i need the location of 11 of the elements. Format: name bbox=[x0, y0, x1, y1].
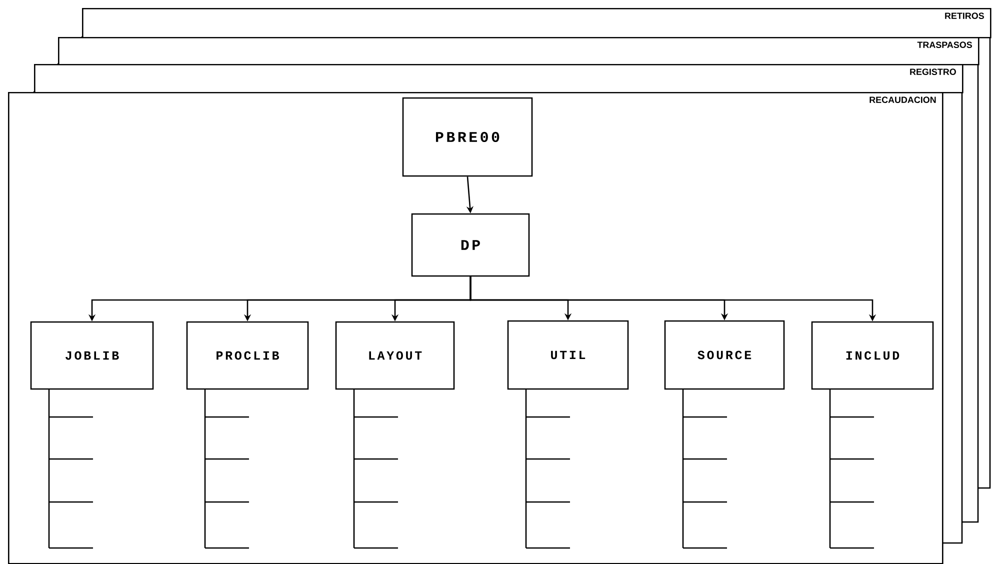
folder-box: PROCLIB bbox=[186, 321, 309, 390]
folder-box: LAYOUT bbox=[335, 321, 455, 390]
folder-box: INCLUD bbox=[811, 321, 934, 390]
sheet: TRASPASOS bbox=[58, 37, 980, 66]
sheet: REGISTRO bbox=[34, 64, 964, 94]
folder-box: UTIL bbox=[507, 320, 629, 390]
folder-box: DP bbox=[411, 213, 530, 277]
folder-box: SOURCE bbox=[664, 320, 785, 390]
folder-box: JOBLIB bbox=[30, 321, 154, 390]
sheet: RETIROS bbox=[82, 8, 992, 38]
folder-box: PBRE00 bbox=[402, 97, 533, 177]
